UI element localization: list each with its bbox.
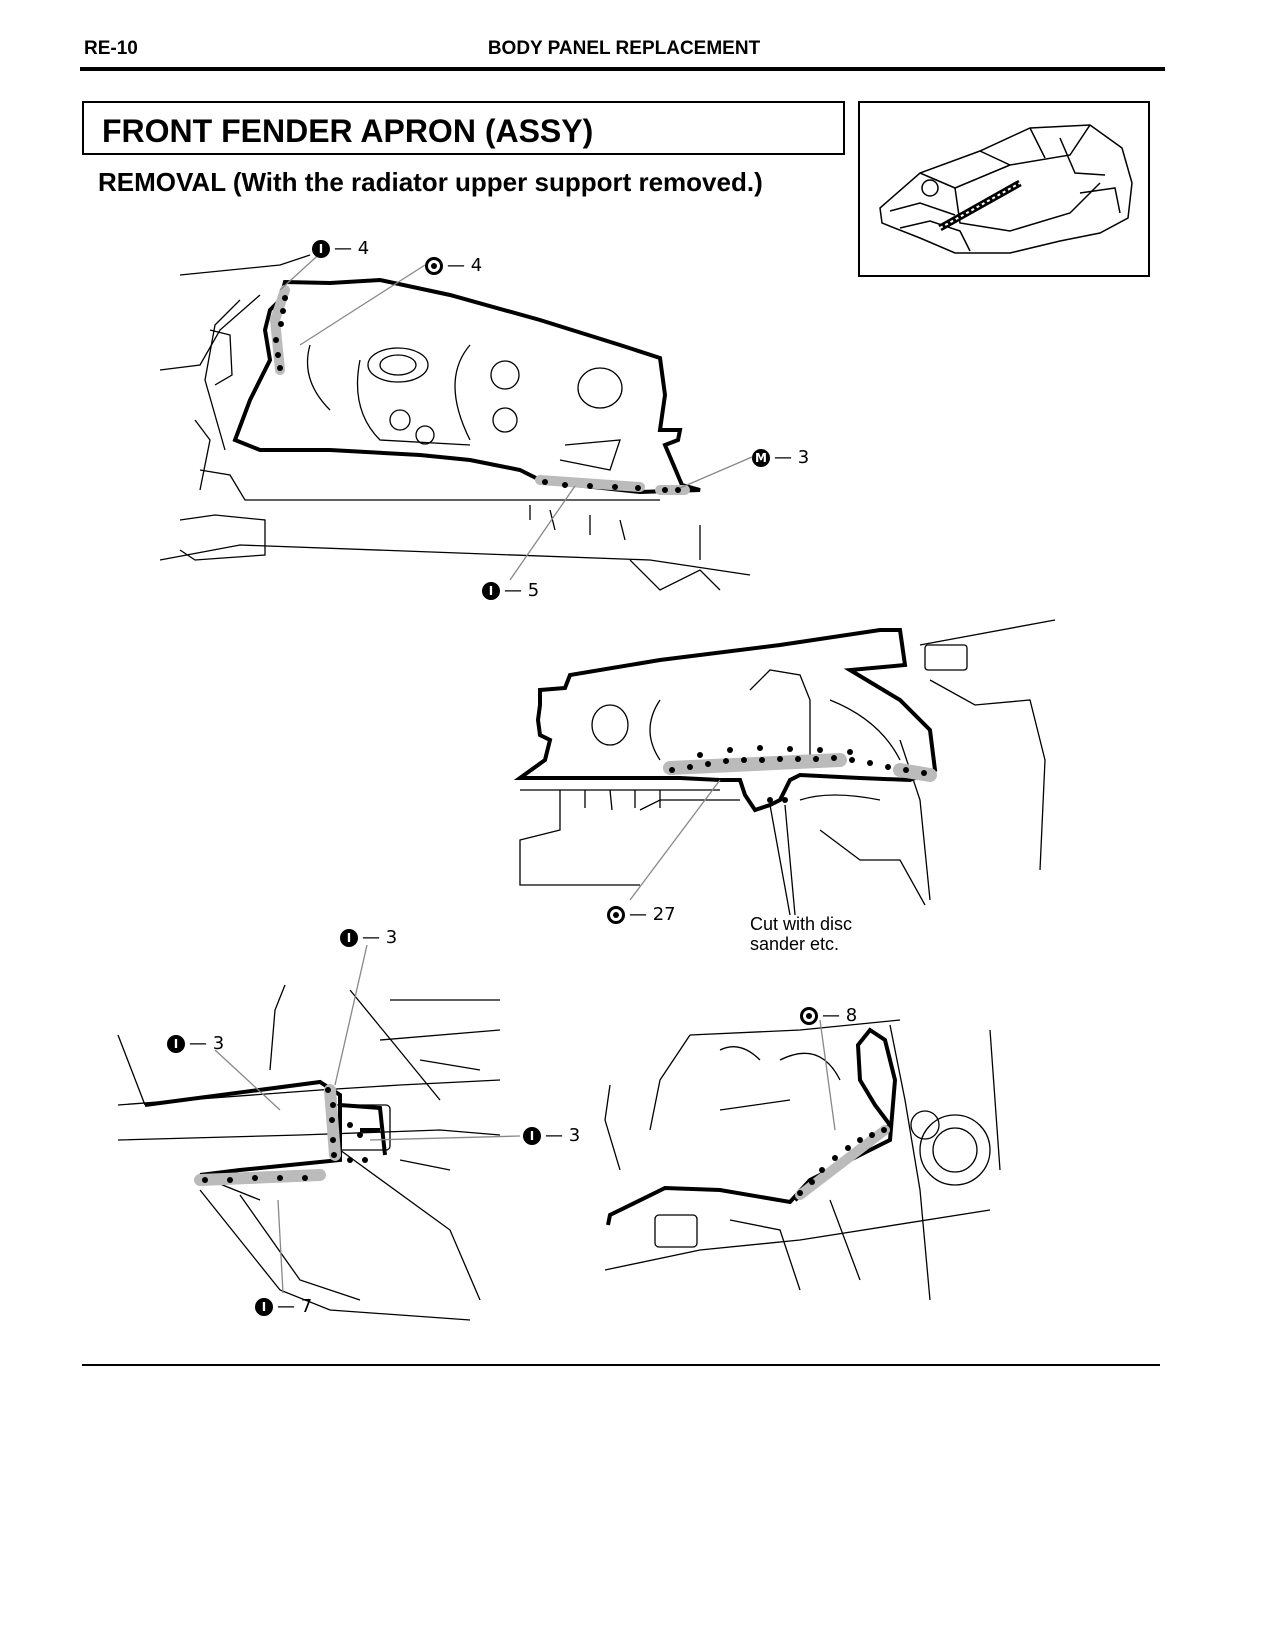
page-header: RE-10 BODY PANEL REPLACEMENT	[84, 38, 1164, 66]
weld-callout: I — 3	[340, 927, 397, 948]
weld-callout: I — 4	[312, 238, 369, 259]
plug-weld-symbol-icon	[607, 905, 625, 924]
figure-1-apron-outline	[232, 277, 701, 495]
car-body-locator-illustration	[879, 124, 1133, 254]
weld-callout: — 27	[607, 904, 676, 925]
figure-1-spot-welds	[273, 295, 681, 493]
section-title: BODY PANEL REPLACEMENT	[487, 38, 761, 59]
spot-weld-symbol-icon: I	[523, 1126, 541, 1145]
locator-thumbnail	[858, 101, 1150, 277]
spot-weld-symbol-icon: I	[255, 1297, 273, 1316]
figure-2-cut-lines	[769, 804, 796, 916]
figure-2-apron-outline	[513, 628, 938, 813]
footer-rule	[82, 1364, 1160, 1366]
weld-callout: — 4	[425, 255, 482, 276]
spot-weld-symbol-icon: I	[482, 581, 500, 600]
figure-2-apron-side	[519, 619, 1056, 906]
spot-weld-symbol-icon: I	[340, 928, 358, 947]
spot-weld-symbol-icon: I	[312, 239, 330, 258]
figure-3-leader-lines	[214, 944, 521, 1294]
plug-weld-symbol-icon	[425, 256, 443, 275]
weld-callout: I — 5	[482, 580, 539, 601]
weld-callout: M — 3	[752, 447, 809, 468]
figure-4-lower-right	[604, 1019, 1001, 1301]
mig-weld-symbol-icon: M	[752, 448, 770, 467]
figure-4-leader-lines	[819, 1019, 836, 1131]
weld-callout: I — 3	[167, 1033, 224, 1054]
title-box: FRONT FENDER APRON (ASSY)	[82, 101, 845, 155]
figure-2-leader-lines	[629, 779, 721, 901]
figure-2-spot-welds	[669, 745, 927, 803]
figure-3-spot-welds	[202, 1087, 368, 1183]
weld-callout: I — 7	[255, 1296, 312, 1317]
weld-callout: — 8	[800, 1005, 857, 1026]
spot-weld-symbol-icon: I	[167, 1034, 185, 1053]
plug-weld-symbol-icon	[800, 1006, 818, 1025]
subtitle: REMOVAL (With the radiator upper support…	[98, 167, 763, 197]
page-number: RE-10	[84, 38, 138, 59]
weld-callout: I — 3	[523, 1125, 580, 1146]
figure-4-spot-welds	[797, 1127, 887, 1196]
figure-3-lower-left	[117, 984, 501, 1321]
cut-note: Cut with disc sander etc.	[750, 914, 853, 954]
page-title: FRONT FENDER APRON (ASSY)	[102, 113, 594, 149]
figure-4-weld-band	[795, 1125, 890, 1200]
header-rule	[80, 67, 1165, 71]
figure-4-apron-outline	[606, 1027, 898, 1226]
figure-1-apron-overview	[159, 254, 751, 591]
